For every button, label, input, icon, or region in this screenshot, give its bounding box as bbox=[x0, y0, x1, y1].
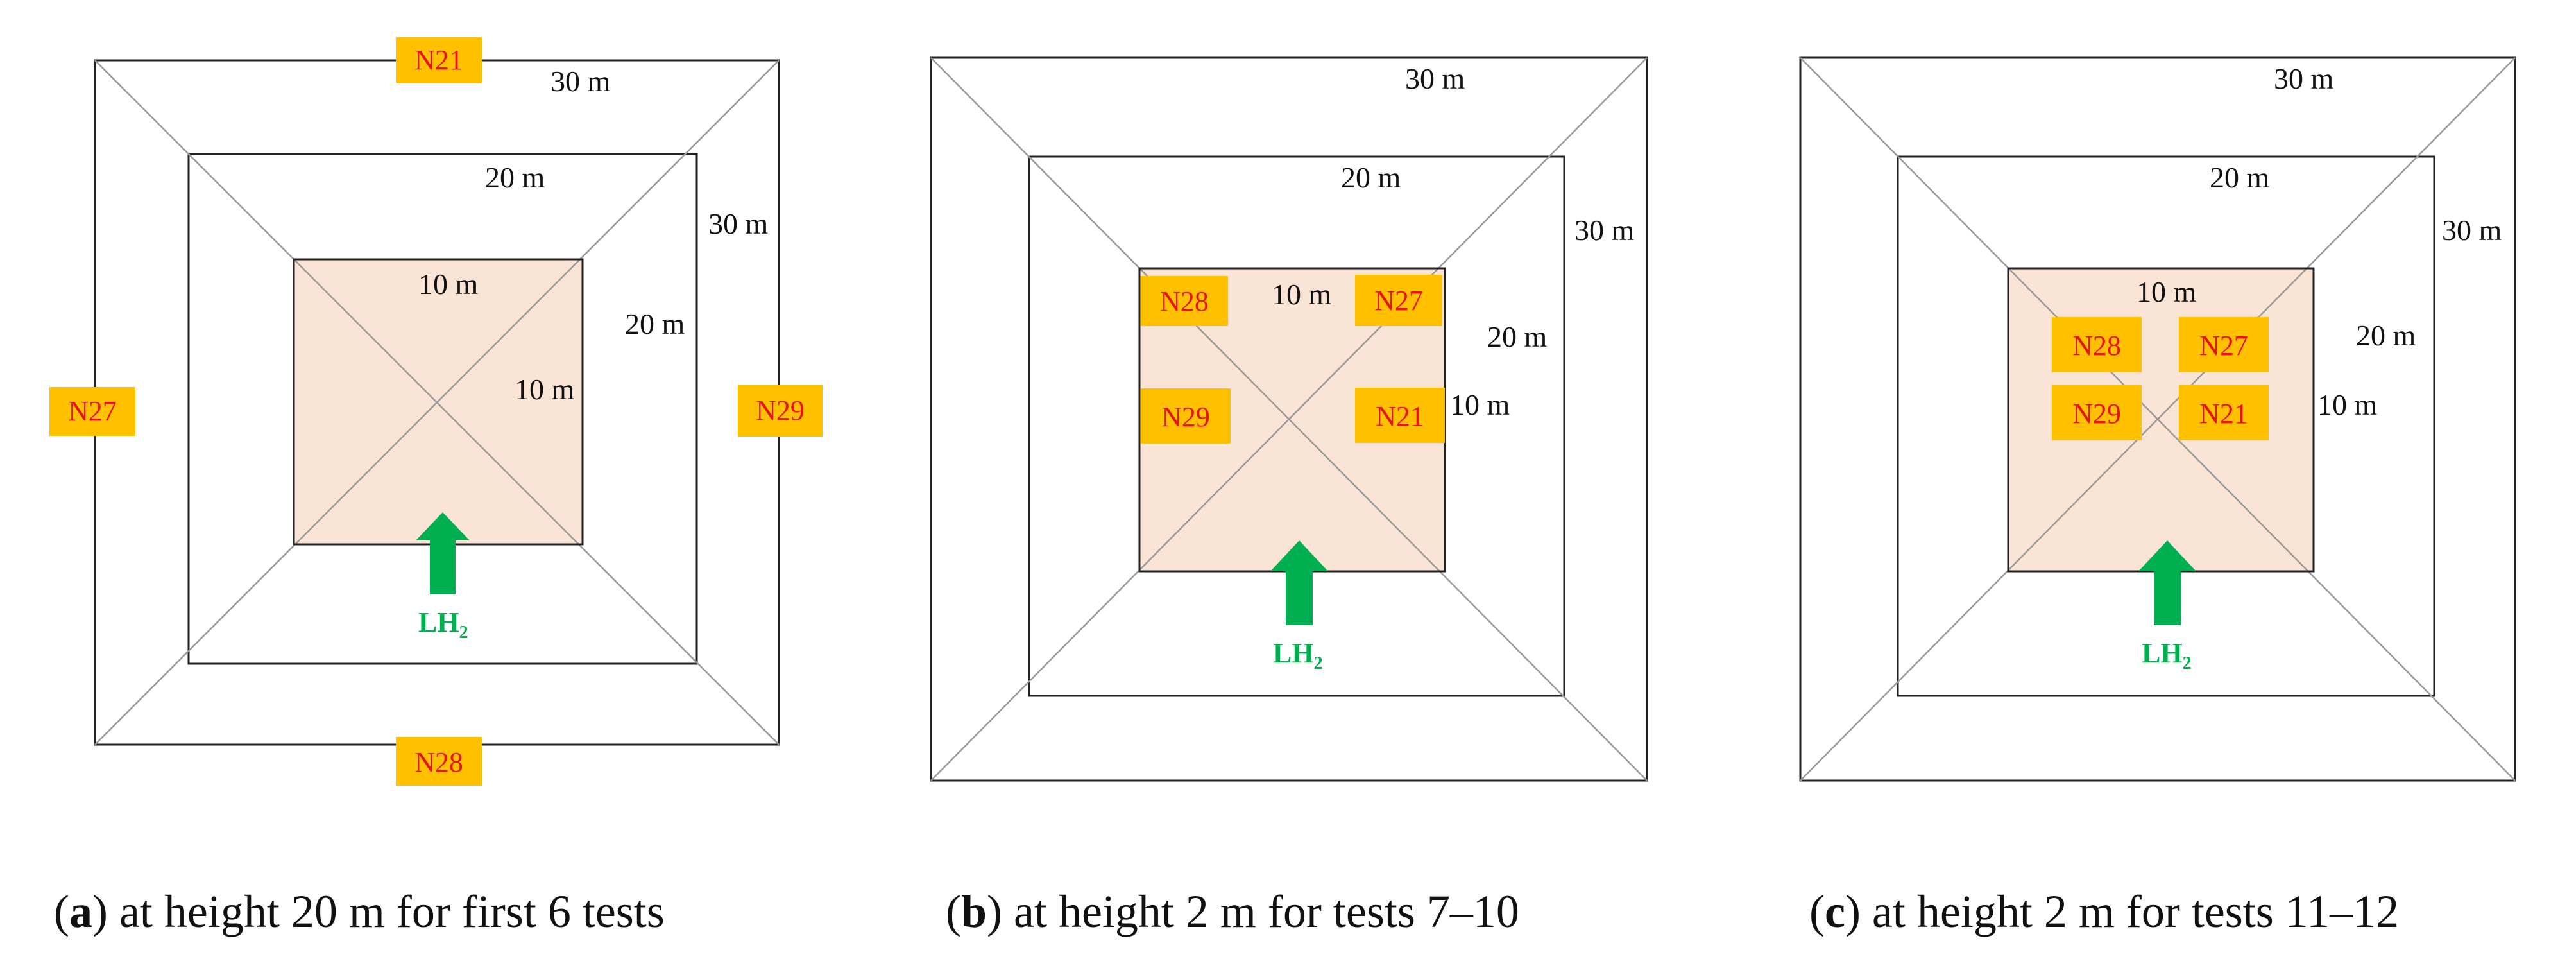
sensor-label: N21 bbox=[1376, 401, 1424, 432]
panel-b: 30 m 30 m 20 m 20 m 10 m 10 m N28 N27 N2… bbox=[930, 56, 1648, 937]
sensor-label: N29 bbox=[756, 395, 805, 426]
sensor-badge: N29 bbox=[738, 385, 823, 437]
dim-label-10m-side: 10 m bbox=[2317, 388, 2378, 421]
sensor-label: N28 bbox=[1160, 286, 1209, 317]
panel-c: 30 m 30 m 20 m 20 m 10 m 10 m N28 N27 N2… bbox=[1799, 56, 2516, 937]
lh2-label: LH2 bbox=[2142, 637, 2192, 673]
lh2-arrow bbox=[416, 512, 470, 594]
lh2-arrow bbox=[1270, 540, 1328, 625]
sensor-badge: N28 bbox=[396, 737, 482, 786]
sensor-label: N21 bbox=[414, 44, 463, 76]
sensor-label: N28 bbox=[2072, 330, 2121, 361]
sensor-badge: N29 bbox=[2052, 385, 2142, 440]
outer-square-30m bbox=[930, 56, 1648, 782]
diagonal-line bbox=[930, 57, 1648, 781]
dim-label-10m-top: 10 m bbox=[2137, 275, 2197, 308]
sensor-label: N28 bbox=[414, 747, 463, 778]
dim-label-10m-top: 10 m bbox=[418, 268, 479, 300]
dim-label-10m-top: 10 m bbox=[1272, 278, 1332, 311]
caption-b: (b) at height 2 m for tests 7–10 bbox=[946, 886, 1519, 937]
middle-square-20m bbox=[1897, 155, 2435, 697]
dim-label-20m-top: 20 m bbox=[485, 161, 545, 194]
lh2-arrow bbox=[2138, 540, 2196, 625]
sensor-badge: N28 bbox=[1141, 276, 1228, 326]
caption-c: (c) at height 2 m for tests 11–12 bbox=[1809, 886, 2399, 937]
dim-label-20m-top: 20 m bbox=[2210, 161, 2270, 194]
sensor-badge: N27 bbox=[1355, 275, 1442, 326]
dim-label-30m-top: 30 m bbox=[550, 65, 611, 98]
lh2-label: LH2 bbox=[1273, 637, 1323, 673]
dim-label-20m-side: 20 m bbox=[2356, 319, 2416, 352]
sensor-label: N21 bbox=[2199, 398, 2248, 429]
diagonal-line bbox=[94, 60, 780, 745]
lh2-label: LH2 bbox=[418, 607, 468, 643]
dim-label-30m-side: 30 m bbox=[1574, 214, 1635, 246]
diagonal-line bbox=[1800, 57, 2516, 781]
sensor-badge: N21 bbox=[396, 37, 482, 83]
sensor-badge: N27 bbox=[49, 387, 135, 436]
sensor-badge: N27 bbox=[2179, 317, 2269, 372]
panel-a: 30 m 30 m 20 m 20 m 10 m 10 m N21 N27 N2… bbox=[49, 37, 823, 937]
sensor-badge: N21 bbox=[2179, 385, 2269, 440]
dim-label-10m-side: 10 m bbox=[515, 373, 575, 406]
outer-square-30m bbox=[1799, 56, 2516, 782]
dim-label-20m-side: 20 m bbox=[625, 307, 685, 340]
middle-square-20m bbox=[187, 153, 698, 665]
dim-label-30m-side: 30 m bbox=[708, 207, 769, 240]
dim-label-20m-top: 20 m bbox=[1341, 161, 1401, 194]
sensor-label: N29 bbox=[2072, 398, 2121, 429]
middle-square-20m bbox=[1028, 155, 1565, 697]
dim-label-30m-top: 30 m bbox=[1405, 62, 1465, 95]
sensor-label: N29 bbox=[1161, 401, 1210, 433]
sensor-badge: N28 bbox=[2052, 317, 2142, 372]
dim-label-30m-top: 30 m bbox=[2274, 62, 2334, 95]
sensor-label: N27 bbox=[2199, 330, 2248, 361]
dim-label-20m-side: 20 m bbox=[1487, 320, 1548, 353]
sensor-label: N27 bbox=[1374, 285, 1423, 316]
sensor-badge: N29 bbox=[1141, 388, 1231, 444]
caption-a: (a) at height 20 m for first 6 tests bbox=[54, 886, 665, 937]
sensor-badge: N21 bbox=[1355, 388, 1445, 443]
dim-label-10m-side: 10 m bbox=[1450, 388, 1510, 421]
sensor-label: N27 bbox=[68, 395, 117, 427]
dim-label-30m-side: 30 m bbox=[2442, 214, 2502, 246]
